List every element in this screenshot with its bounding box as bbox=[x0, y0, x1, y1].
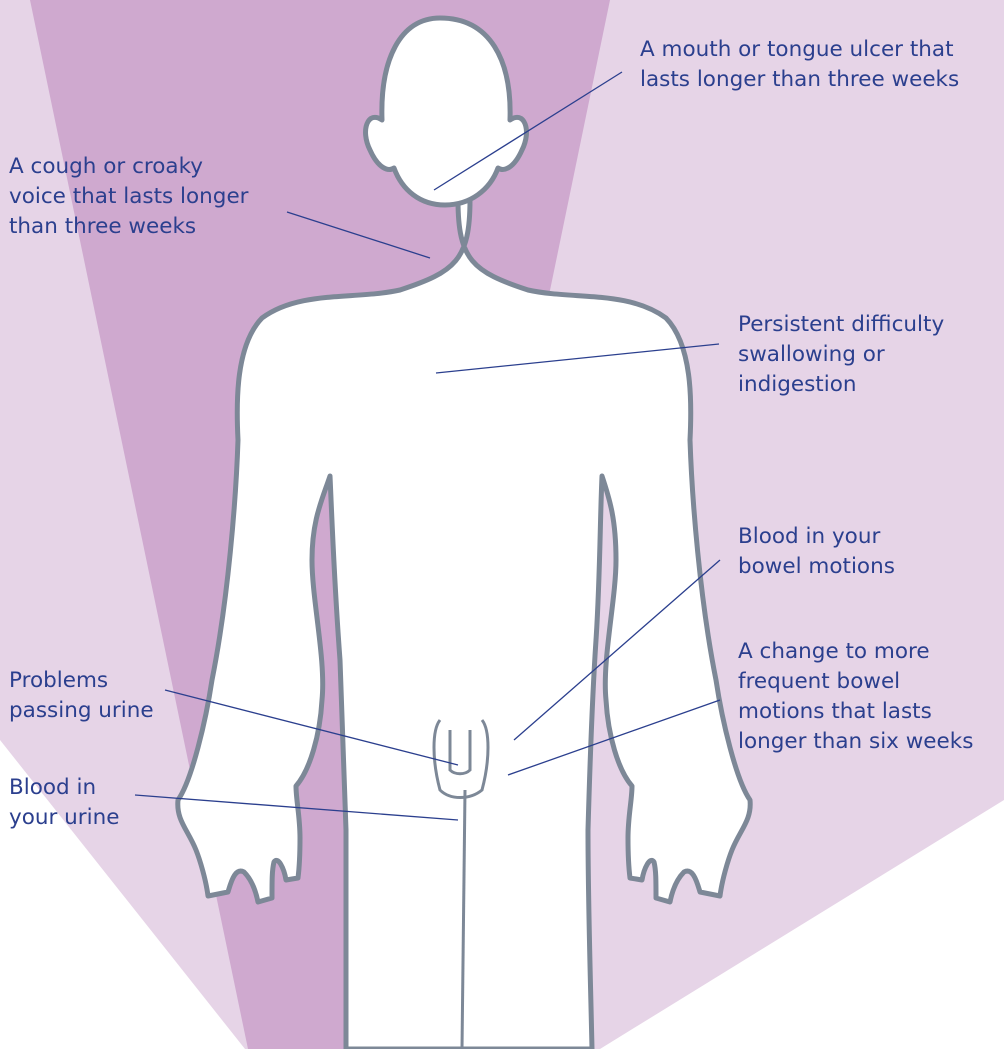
label-mouth-ulcer: A mouth or tongue ulcer that lasts longe… bbox=[640, 35, 959, 95]
label-bowel-blood: Blood in your bowel motions bbox=[738, 522, 895, 582]
label-urine-problems: Problems passing urine bbox=[9, 666, 154, 726]
label-bowel-change: A change to more frequent bowel motions … bbox=[738, 637, 973, 757]
label-swallowing: Persistent difficulty swallowing or indi… bbox=[738, 310, 944, 400]
label-urine-blood: Blood in your urine bbox=[9, 773, 119, 833]
label-cough: A cough or croaky voice that lasts longe… bbox=[9, 152, 249, 242]
